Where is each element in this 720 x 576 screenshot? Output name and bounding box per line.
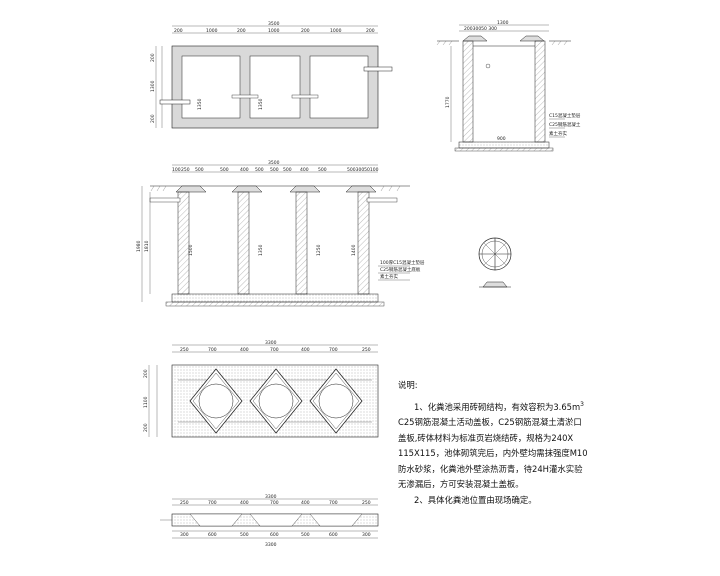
section-a-total-dim: 1300 [497,20,509,26]
plan-d-bottom-total: 3300 [265,542,277,548]
plan-d-bottom-dim: 600 [329,532,338,538]
plan-c-seg-dim: 250 [362,347,371,353]
plan-d-bottom-dim: 500 [240,532,249,538]
section-a-height-dim: 1770 [445,96,451,108]
plan-d-seg-dim: 700 [270,500,279,506]
plan-d-bottom-dim: 300 [362,532,371,538]
plan-c-total-dim: 3300 [265,340,277,346]
plan-c-seg-dim: 400 [301,347,310,353]
plan-seg-dim: 200 [366,28,375,34]
section-b-seg-dim: 500 [255,167,264,173]
manhole-cover-detail [478,237,512,288]
section-b-height-dim: 1810 [144,240,150,252]
section-b-seg-dim: 500 [195,167,204,173]
plan-d-top-dims: 250 700 400 700 400 700 250 [180,500,371,506]
plan-c-left-dim: 200 [143,423,149,432]
section-b-top-dims: 100 250 500 500 400 500 500 500 400 500 … [172,167,379,173]
plan-d-bottom-dim: 600 [270,532,279,538]
plan-d-bottom-dim: 500 [301,532,310,538]
plan-top-seg-dims: 200 1000 200 1000 200 1000 200 [174,28,375,34]
notes-title: 说明: [398,380,418,390]
section-b-total-dim: 3500 [268,160,280,166]
section-b-height-dim: 1980 [136,240,142,252]
section-b-seg-dim: 100 [172,167,181,173]
notes-item1-sup: 3 [580,400,584,408]
section-b-inner-dim: 1350 [258,244,264,256]
notes-item1-line4: 115X115，池体砌筑完后，内外壁均需抹强度M10 [398,448,588,459]
section-b-inner-dim: 1250 [316,244,322,256]
plan-seg-dim: 1000 [268,28,280,34]
section-view-long: 3500 100 250 500 500 400 500 500 500 400… [136,160,425,307]
plan-left-dim: 200 [150,114,156,123]
section-b-seg-dim: 400 [300,167,309,173]
plan-seg-dim: 1000 [330,28,342,34]
plan-d-seg-dim: 400 [240,500,249,506]
section-a-label: C15混凝土垫层 [549,112,581,119]
plan-c-seg-dims: 250 700 400 700 400 700 250 [180,347,371,353]
plan-seg-dim: 1000 [206,28,218,34]
plan-total-dim: 3500 [268,21,280,27]
plan-seg-dim: 200 [174,28,183,34]
section-b-seg-dim: 500 [270,167,279,173]
plan-left-dim: 1300 [150,80,156,92]
section-a-label: C25钢筋混凝土 [549,121,581,128]
plan-c-seg-dim: 700 [270,347,279,353]
slab-section-strip: 3300 250 700 400 700 400 700 250 300 600… [160,494,379,548]
section-b-inner-dim: 1500 [188,244,194,256]
plan-d-total-dim: 3300 [265,494,277,500]
section-b-label: 素土夯实 [380,273,398,280]
plan-d-seg-dim: 250 [180,500,189,506]
plan-c-left-dim: 1100 [143,396,149,408]
section-b-seg-dim: 500 [220,167,229,173]
section-b-inner-dim: 1400 [351,244,357,256]
plan-inner-dim: 1350 [197,98,203,110]
notes-item1-line2: C25钢筋混凝土活动盖板，C25钢筋混凝土清淤口 [398,416,582,427]
notes-item1-line6: 无渗漏后，方可安装混凝土盖板。 [398,479,524,490]
plan-c-seg-dim: 700 [329,347,338,353]
section-view-right: 1300 20030050 300 900 1770 C15混凝土垫层 C25钢… [436,20,581,152]
notes-item1-line3: 盖板,砖体材料为标准页岩烧结砖，规格为240X [398,432,574,443]
plan-d-bottom-dims: 300 600 500 600 500 600 300 [180,532,371,538]
notes-item1-line5: 防水砂浆，化粪池外壁涂热沥青，待24H灌水实验 [398,463,583,474]
plan-d-bottom-dim: 600 [208,532,217,538]
plan-c-seg-dim: 400 [240,347,249,353]
notes-item1-text: 1、化粪池采用砖砌结构，有效容积为3.65m [414,401,581,412]
plan-c-seg-dim: 700 [208,347,217,353]
plan-left-dim: 200 [150,53,156,62]
plan-seg-dim: 200 [237,28,246,34]
slab-plan-view: 3300 250 700 400 700 400 700 250 200 110… [143,340,379,438]
design-notes: 说明: 1、化粪池采用砖砌结构，有效容积为3.65m3 C25钢筋混凝土活动盖板… [398,378,598,509]
plan-d-seg-dim: 400 [301,500,310,506]
plan-d-seg-dim: 700 [208,500,217,506]
notes-item2: 2、具体化粪池位置由现场确定。 [414,494,537,505]
plan-d-seg-dim: 250 [362,500,371,506]
section-b-seg-dim: 400 [240,167,249,173]
notes-item1-line1: 1、化粪池采用砖砌结构，有效容积为3.65m3 [398,397,598,415]
section-b-label: 100厚C15混凝土垫层 [380,259,425,266]
section-b-label: C25钢筋混凝土底板 [380,266,421,273]
section-b-seg-dim: 50030050100 [347,167,379,173]
section-b-seg-dim: 500 [283,167,292,173]
section-a-top-dim: 20030050 300 [464,26,497,32]
section-b-seg-dim: 250 [181,167,190,173]
plan-d-bottom-dim: 300 [180,532,189,538]
plan-d-seg-dim: 700 [329,500,338,506]
plan-c-left-dim: 200 [143,369,149,378]
section-a-label: 素土夯实 [549,130,567,137]
plan-view-top: 3500 200 1000 200 1000 200 1000 200 200 … [150,21,393,129]
section-b-seg-dim: 500 [318,167,327,173]
plan-seg-dim: 200 [301,28,310,34]
section-a-inner-dim: 900 [497,136,506,142]
plan-c-seg-dim: 250 [180,347,189,353]
plan-inner-dim: 1350 [258,98,264,110]
